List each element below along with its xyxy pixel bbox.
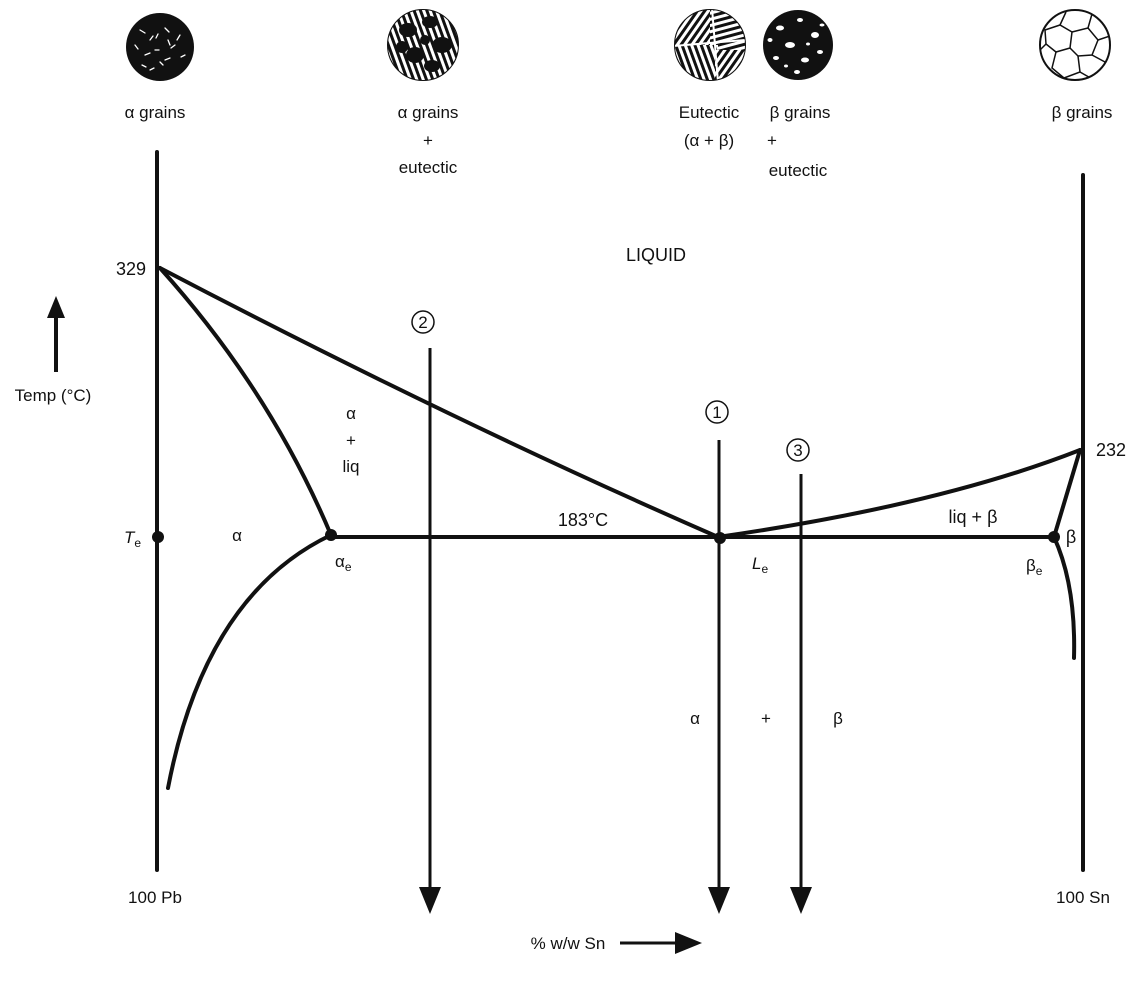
beta-e-label: βe: [1026, 556, 1043, 578]
x-axis-label: % w/w Sn: [531, 934, 606, 953]
micro-beta-eutectic-icon: [763, 10, 833, 80]
pb-end-label: 100 Pb: [128, 888, 182, 907]
caption-line: +: [767, 131, 777, 150]
alpha-liq-region-label: α: [346, 404, 356, 423]
path-number: 3: [793, 441, 802, 460]
caption-line: α grains: [398, 103, 459, 122]
liq-beta-region-label: liq + β: [949, 507, 998, 527]
micro-caption-alpha-eutectic: α grains + eutectic: [398, 103, 459, 177]
micro-caption-beta: β grains: [1052, 103, 1113, 122]
te-label: Te: [124, 528, 141, 550]
path-number: 1: [712, 403, 721, 422]
beta-solvus-curve: [1052, 535, 1077, 660]
alpha-beta-region-label: β: [833, 709, 843, 728]
micro-beta-grains-icon: [1039, 9, 1111, 81]
alpha-beta-region-label: +: [761, 709, 771, 728]
temp-axis-arrow-icon: [47, 296, 65, 372]
te-point: [152, 531, 164, 543]
liquidus-left-curve: [158, 266, 720, 539]
caption-line: eutectic: [769, 161, 828, 180]
beta-e-point: [1048, 531, 1060, 543]
le-label: Le: [752, 554, 768, 576]
alpha-liq-region-label: liq: [342, 457, 359, 476]
eutectic-temp-label: 183°C: [558, 510, 608, 530]
pb-melt-label: 329: [116, 259, 146, 279]
sn-end-label: 100 Sn: [1056, 888, 1110, 907]
alpha-e-point: [325, 529, 337, 541]
sn-melt-label: 232: [1096, 440, 1126, 460]
beta-region-label: β: [1066, 527, 1076, 547]
micro-caption-alpha: α grains: [125, 103, 186, 122]
caption-line: (α + β): [684, 131, 734, 150]
micro-caption-eutectic: Eutectic (α + β): [679, 103, 740, 150]
beta-solidus-line: [1052, 448, 1082, 539]
cooling-path-2: 2: [411, 310, 441, 914]
caption-line: Eutectic: [679, 103, 740, 122]
alpha-region-label: α: [232, 526, 242, 545]
cooling-path-3: 3: [786, 438, 812, 914]
alpha-beta-region-label: α: [690, 709, 700, 728]
alpha-solidus-curve: [158, 266, 333, 537]
liquid-region-label: LIQUID: [626, 245, 686, 265]
micro-alpha-eutectic-icon: [387, 9, 459, 81]
caption-line: α grains: [125, 103, 186, 122]
micro-eutectic-icon: [674, 9, 746, 81]
caption-line: eutectic: [399, 158, 458, 177]
caption-line: β grains: [1052, 103, 1113, 122]
composition-axis-arrow-icon: [620, 932, 702, 954]
micro-alpha-grains-icon: [126, 13, 194, 81]
path-number: 2: [418, 313, 427, 332]
liquidus-right-curve: [716, 448, 1082, 539]
caption-line: β grains: [770, 103, 831, 122]
alpha-solvus-curve: [166, 533, 333, 790]
y-axis-label: Temp (°C): [15, 386, 92, 405]
caption-line: +: [423, 131, 433, 150]
alpha-e-label: αe: [335, 552, 352, 574]
cooling-path-1: 1: [705, 400, 730, 914]
alpha-liq-region-label: +: [346, 431, 356, 450]
micro-caption-beta-eutectic: β grains + eutectic: [767, 103, 830, 180]
